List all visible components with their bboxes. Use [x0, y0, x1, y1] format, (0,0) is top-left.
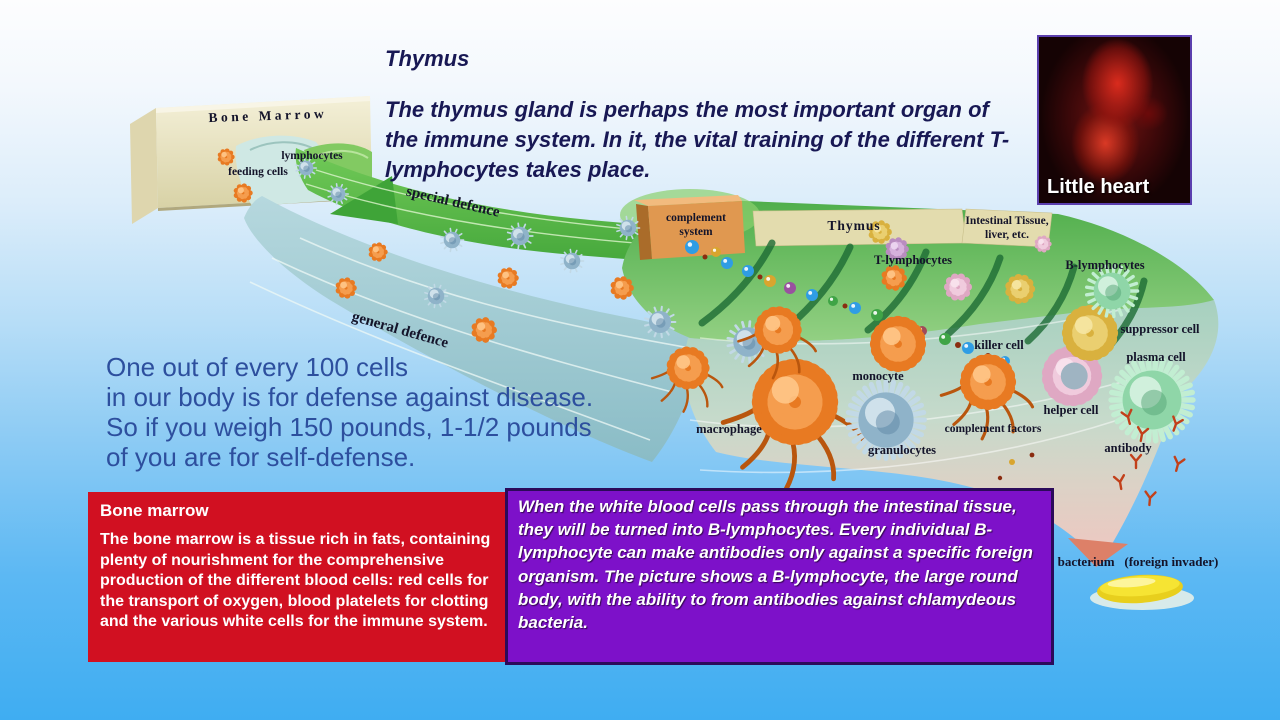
b-lymphocyte-info-body: When the white blood cells pass through … — [518, 497, 1033, 633]
bacterium-label: bacterium (foreign invader) — [1058, 554, 1219, 569]
helper-cell-label: helper cell — [1044, 403, 1099, 417]
thymus-title: Thymus — [385, 46, 470, 71]
t-lymphocytes-label: T-lymphocytes — [874, 253, 952, 267]
plasma-cell-label: plasma cell — [1126, 350, 1186, 364]
bone-marrow-label: Bone Marrow — [208, 106, 327, 125]
lymphocytes-label: lymphocytes — [281, 150, 343, 162]
bone-marrow-info-title: Bone marrow — [100, 501, 209, 520]
intestinal-label-1: Intestinal Tissue, — [965, 215, 1048, 227]
complement-system-box — [634, 195, 745, 260]
antibody-label: antibody — [1104, 441, 1152, 455]
special-defence-band — [295, 148, 662, 262]
monocyte-label: monocyte — [852, 369, 904, 383]
bacterium-illustration — [1068, 538, 1194, 610]
field-grooves — [698, 239, 1148, 356]
feeding-cells-label: feeding cells — [228, 166, 288, 178]
stat-line: So if you weigh 150 pounds, 1-1/2 pounds — [106, 412, 592, 442]
little-heart-caption: Little heart — [1047, 176, 1150, 198]
thymus-text-block: Thymus The thymus gland is perhaps the m… — [385, 46, 1010, 185]
thymus-body: The thymus gland is perhaps the most imp… — [385, 97, 1010, 182]
macrophage-label: macrophage — [696, 422, 762, 436]
granulocytes-label: granulocytes — [868, 443, 936, 457]
complement-system-label-1: complement — [666, 212, 726, 224]
b-lymphocyte-info-box: When the white blood cells pass through … — [505, 488, 1054, 665]
cells-layer — [217, 148, 1196, 507]
stat-line: One out of every 100 cells — [106, 352, 409, 382]
suppressor-cell-label: suppressor cell — [1120, 322, 1200, 336]
complement-factors-label: complement factors — [945, 423, 1042, 435]
defense-statistic-text: One out of every 100 cells in our body i… — [106, 352, 593, 472]
bone-marrow-info-body: The bone marrow is a tissue rich in fats… — [100, 531, 491, 630]
bone-marrow-info-box: Bone marrow The bone marrow is a tissue … — [88, 492, 507, 662]
b-lymphocytes-label: B-lymphocytes — [1065, 258, 1144, 272]
killer-cell-label: killer cell — [974, 338, 1024, 352]
thymus-band-label: Thymus — [827, 218, 880, 233]
little-heart-image: Little heart — [1037, 35, 1192, 205]
intestinal-label-2: liver, etc. — [985, 229, 1029, 241]
complement-system-label-2: system — [679, 226, 713, 238]
surface-tip — [1068, 538, 1128, 567]
stat-line: of you are for self-defense. — [106, 442, 416, 472]
stat-line: in our body is for defense against disea… — [106, 382, 594, 412]
